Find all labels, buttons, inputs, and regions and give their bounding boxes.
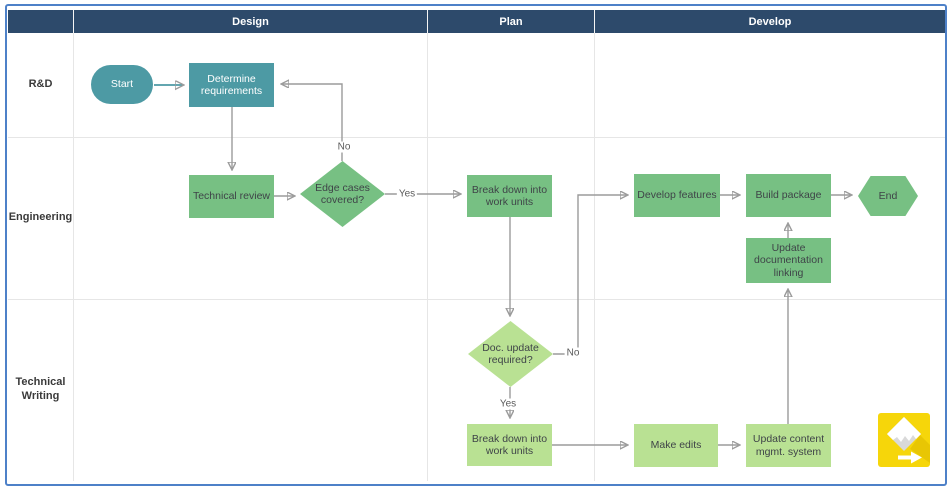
app-logo[interactable] <box>878 413 930 467</box>
lane-label-technical-writing: Technical Writing <box>8 299 73 481</box>
grid-line-vertical <box>73 33 74 481</box>
node-break-down-work-units-writing[interactable]: Break down into work units <box>467 424 552 466</box>
lane-label-rnd: R&D <box>8 33 73 137</box>
node-end[interactable]: End <box>858 176 918 216</box>
node-label: Break down into work units <box>471 432 548 457</box>
header-divider <box>73 10 74 33</box>
lane-text: Engineering <box>8 211 73 224</box>
lane-text: Technical Writing <box>15 376 66 402</box>
node-doc-update-required[interactable]: Doc. update required? <box>468 321 553 387</box>
grid-line-vertical <box>427 33 428 481</box>
node-label: Doc. update required? <box>482 341 539 366</box>
edge-label-yes: Yes <box>396 188 418 200</box>
edge-docupdate-no-to-develop <box>553 195 627 355</box>
diagram-app-logo-icon <box>878 413 930 467</box>
node-label: Update documentation linking <box>754 241 823 279</box>
node-edge-cases-covered[interactable]: Edge cases covered? <box>300 161 385 227</box>
phase-header-design: Design <box>74 10 427 33</box>
node-determine-requirements[interactable]: Determine requirements <box>189 63 274 107</box>
header-divider <box>594 10 595 33</box>
grid-line-horizontal <box>8 299 945 300</box>
node-label: Start <box>110 78 134 91</box>
node-develop-features[interactable]: Develop features <box>634 174 720 217</box>
grid-line-vertical <box>594 33 595 481</box>
node-break-down-work-units-plan[interactable]: Break down into work units <box>467 175 552 217</box>
node-start[interactable]: Start <box>91 65 153 104</box>
node-update-content-mgmt-system[interactable]: Update content mgmt. system <box>746 424 831 467</box>
grid-line-horizontal <box>8 137 945 138</box>
phase-header-develop: Develop <box>595 10 945 33</box>
lane-label-engineering: Engineering <box>8 137 73 299</box>
node-label: Build package <box>755 189 822 202</box>
edge-edgecases-no-to-determine <box>282 84 343 161</box>
lane-text: R&D <box>28 78 53 91</box>
phase-label: Plan <box>499 15 523 28</box>
phase-header-bar <box>8 10 945 33</box>
phase-header-plan: Plan <box>428 10 594 33</box>
node-label: Technical review <box>192 190 271 203</box>
node-label: Determine requirements <box>200 72 263 97</box>
phase-label: Develop <box>748 15 792 28</box>
node-label: Develop features <box>637 189 717 202</box>
edge-label-no: No <box>335 141 353 153</box>
node-technical-review[interactable]: Technical review <box>189 175 274 218</box>
edge-label-yes: Yes <box>497 398 519 410</box>
node-update-documentation-linking[interactable]: Update documentation linking <box>746 238 831 283</box>
node-build-package[interactable]: Build package <box>746 174 831 217</box>
edge-label-no: No <box>564 347 582 359</box>
header-divider <box>427 10 428 33</box>
node-label: Edge cases covered? <box>315 181 370 206</box>
node-label: Break down into work units <box>471 183 548 208</box>
node-label: Update content mgmt. system <box>752 433 825 458</box>
node-label: Make edits <box>650 439 702 452</box>
node-label: End <box>878 189 898 202</box>
phase-label: Design <box>232 15 269 28</box>
node-make-edits[interactable]: Make edits <box>634 424 718 467</box>
